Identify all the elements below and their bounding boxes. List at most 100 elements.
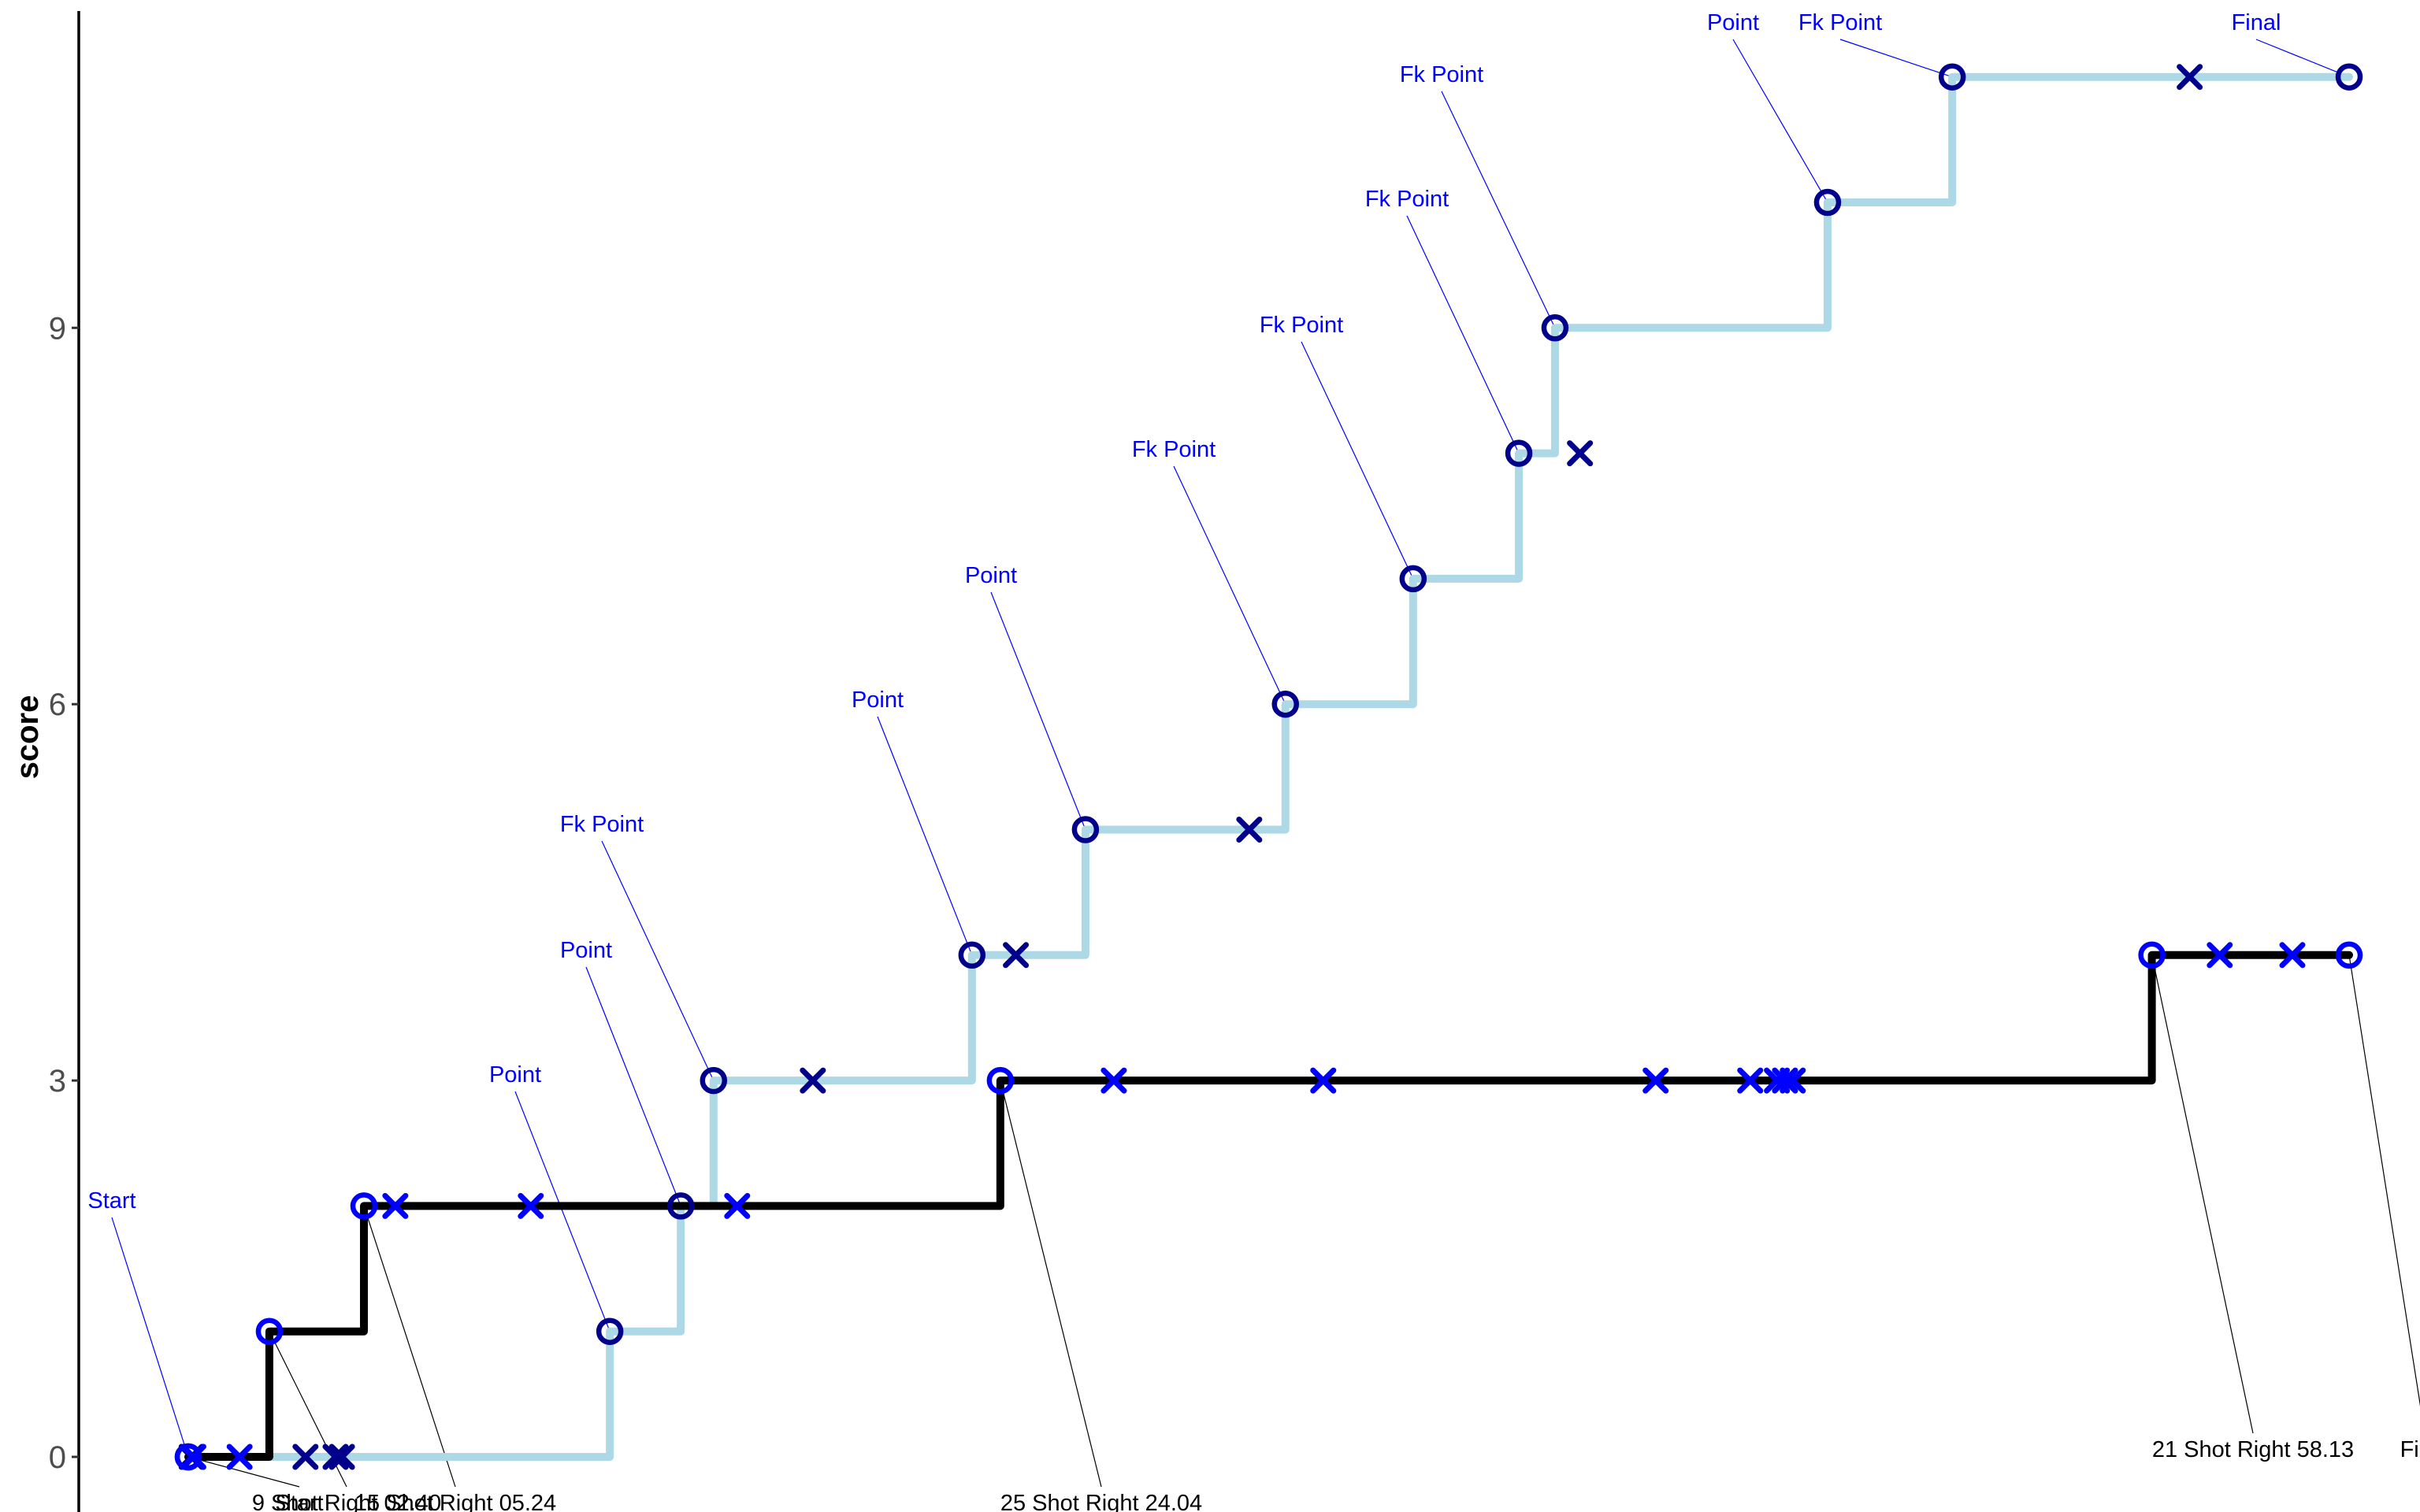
annotation-leader-line: [601, 840, 714, 1081]
score-circle-marker: [2335, 63, 2363, 91]
y-tick-label: 0: [49, 1440, 66, 1475]
y-tick-label: 6: [49, 687, 66, 722]
team-a-event-label: Point: [965, 563, 1017, 588]
score-circle-marker: [2335, 941, 2363, 969]
annotation-leader-line: [111, 1217, 189, 1458]
miss-cross-icon: [322, 1443, 349, 1470]
miss-cross-icon: [292, 1443, 319, 1470]
score-circle-marker: [350, 1192, 378, 1220]
score-circle-marker: [1813, 188, 1842, 217]
miss-cross-icon: [180, 1443, 206, 1470]
annotation-leader-line: [187, 1456, 300, 1488]
annotation-leader-line: [2151, 954, 2254, 1434]
annotation-leader-line: [1173, 465, 1286, 705]
cross-stroke: [1567, 440, 1594, 467]
cross-stroke: [180, 1443, 206, 1470]
team-b-event-label: 25 Shot Right 24.04: [1000, 1491, 1202, 1512]
score-circle-marker: [986, 1066, 1015, 1095]
cross-stroke: [1236, 817, 1263, 843]
cross-stroke: [1003, 942, 1030, 969]
annotation-leader-line: [1406, 215, 1520, 454]
miss-cross-icon: [1101, 1067, 1127, 1094]
cross-stroke: [1772, 1067, 1798, 1094]
y-tick-label: 9: [49, 311, 66, 346]
miss-cross-icon: [1780, 1067, 1806, 1094]
team-b-event-label: Start: [275, 1491, 323, 1512]
miss-cross-icon: [1567, 440, 1594, 467]
cross-stroke: [1642, 1067, 1669, 1094]
score-circle-marker: [1271, 690, 1299, 718]
team-a-event-label: Start: [87, 1188, 135, 1214]
cross-stroke: [322, 1443, 349, 1470]
cross-stroke: [226, 1443, 253, 1470]
team-a-event-label: Fk Point: [1260, 313, 1343, 338]
miss-cross-icon: [2177, 64, 2203, 91]
team-a-event-label: Final: [2232, 10, 2281, 35]
score-circle-marker: [1399, 565, 1427, 593]
miss-cross-icon: [1772, 1067, 1798, 1094]
team-b-event-label: Final: [2400, 1437, 2420, 1462]
cross-stroke: [800, 1067, 826, 1094]
annotation-leader-line: [877, 716, 973, 956]
y-axis: 0 3 6 9: [49, 11, 80, 1512]
cross-stroke: [518, 1192, 544, 1219]
score-circle-marker: [174, 1443, 202, 1471]
team-b-event-label: 9 Shot Right 02.40: [252, 1491, 441, 1512]
team-a-event-label: Point: [1707, 10, 1759, 35]
annotation-leader-line: [1301, 341, 1414, 580]
team-a-event-label: Fk Point: [1798, 10, 1882, 35]
cross-stroke: [292, 1443, 319, 1470]
team-b-step-line: [184, 951, 2354, 1461]
miss-cross-icon: [800, 1067, 826, 1094]
annotation-leader-line: [363, 1206, 456, 1488]
score-circle-marker: [596, 1317, 624, 1345]
miss-cross-icon: [226, 1443, 253, 1470]
annotation-leader-line: [1000, 1080, 1102, 1488]
team-b-event-label: 15 Shot Right 05.24: [354, 1491, 556, 1512]
score-circle-marker: [2138, 941, 2166, 969]
team-a-event-label: Point: [560, 938, 612, 963]
miss-cross-icon: [382, 1192, 409, 1219]
miss-cross-icon: [724, 1192, 751, 1219]
cross-stroke: [328, 1443, 355, 1470]
cross-stroke: [2177, 64, 2203, 91]
cross-stroke: [1780, 1067, 1806, 1094]
annotation-leaders: [111, 39, 2420, 1488]
miss-cross-icon: [1642, 1067, 1669, 1094]
cross-stroke: [1101, 1067, 1127, 1094]
miss-cross-icon: [328, 1443, 355, 1470]
y-axis-title: score: [10, 695, 45, 780]
miss-cross-icon: [2207, 942, 2233, 969]
cross-stroke: [1310, 1067, 1337, 1094]
annotation-leader-line: [2348, 954, 2420, 1406]
score-circle-marker: [255, 1317, 284, 1345]
annotation-leader-line: [585, 966, 681, 1206]
team-a-event-label: Fk Point: [560, 812, 644, 837]
annotation-leader-line: [1441, 91, 1556, 328]
annotation-leader-line: [1732, 39, 1828, 203]
score-circle-marker: [700, 1066, 728, 1095]
miss-cross-icon: [1236, 817, 1263, 843]
cross-stroke: [2207, 942, 2233, 969]
cross-stroke: [2279, 942, 2306, 969]
team-a-step-line: [184, 72, 2354, 1461]
cross-stroke: [1737, 1067, 1764, 1094]
team-a-event-label: Point: [852, 687, 904, 713]
cross-stroke: [724, 1192, 751, 1219]
team-b-event-label: 21 Shot Right 58.13: [2152, 1437, 2354, 1462]
step-lines: [184, 72, 2354, 1461]
miss-cross-icon: [2279, 942, 2306, 969]
score-circle-marker: [666, 1192, 695, 1220]
annotation-leader-line: [2255, 39, 2350, 78]
score-circle-marker: [1071, 816, 1100, 843]
score-circle-marker: [958, 941, 986, 969]
y-tick-label: 3: [49, 1064, 66, 1099]
score-circle-marker: [1938, 63, 1966, 91]
event-markers: [174, 63, 2363, 1471]
miss-cross-icon: [1737, 1067, 1764, 1094]
team-a-event-label: Fk Point: [1400, 62, 1483, 87]
annotation-leader-line: [514, 1091, 611, 1332]
annotation-leader-line: [1839, 39, 1953, 78]
